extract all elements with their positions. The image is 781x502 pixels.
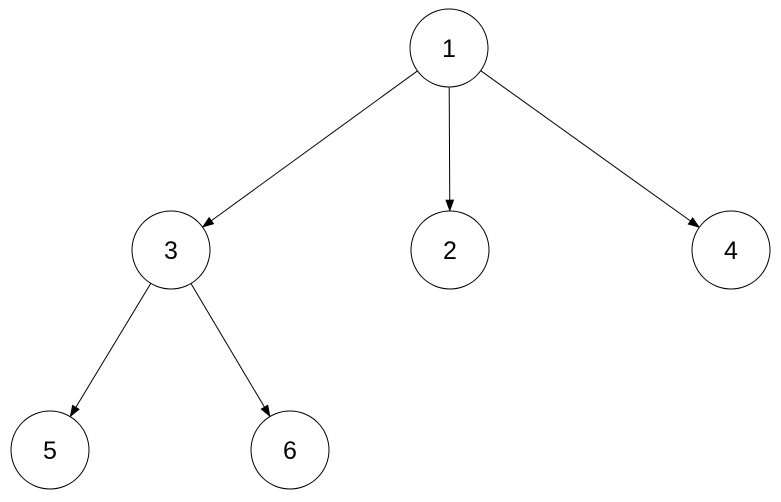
node-6[interactable]: 6 bbox=[250, 410, 330, 490]
node-circle[interactable] bbox=[250, 410, 330, 490]
node-circle[interactable] bbox=[409, 8, 489, 88]
edge-1-to-3 bbox=[201, 70, 418, 228]
node-1[interactable]: 1 bbox=[409, 8, 489, 88]
edge-1-to-4 bbox=[480, 70, 701, 228]
node-circle[interactable] bbox=[410, 210, 490, 290]
edge-1-to-2 bbox=[445, 86, 455, 212]
arrowhead-icon bbox=[260, 404, 271, 418]
node-circle[interactable] bbox=[10, 410, 90, 490]
node-label: 6 bbox=[283, 437, 297, 465]
node-5[interactable]: 5 bbox=[10, 410, 90, 490]
edge-line bbox=[75, 283, 152, 408]
edge-line bbox=[448, 86, 451, 201]
edge-line bbox=[480, 70, 691, 222]
edge-line bbox=[211, 70, 418, 222]
node-label: 2 bbox=[443, 237, 457, 265]
arrowhead-icon bbox=[687, 217, 701, 228]
nodes-layer: 1 3 2 4 5 6 bbox=[10, 8, 771, 490]
arrowhead-icon bbox=[201, 216, 215, 228]
node-label: 3 bbox=[164, 237, 178, 265]
node-2[interactable]: 2 bbox=[410, 210, 490, 290]
arrowhead-icon bbox=[445, 199, 455, 212]
node-circle[interactable] bbox=[691, 210, 771, 290]
edges-layer bbox=[69, 70, 701, 418]
node-label: 5 bbox=[43, 437, 57, 465]
edge-3-to-6 bbox=[190, 283, 271, 418]
edge-line bbox=[190, 283, 265, 408]
node-circle[interactable] bbox=[131, 210, 211, 290]
node-3[interactable]: 3 bbox=[131, 210, 211, 290]
arrowhead-icon bbox=[69, 404, 80, 418]
edge-3-to-5 bbox=[69, 283, 152, 418]
node-label: 4 bbox=[724, 237, 738, 265]
node-4[interactable]: 4 bbox=[691, 210, 771, 290]
node-label: 1 bbox=[442, 35, 456, 63]
